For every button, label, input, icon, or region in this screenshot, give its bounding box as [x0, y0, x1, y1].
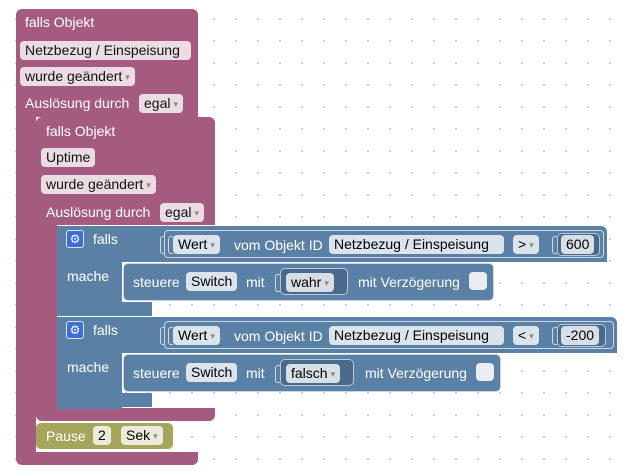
inner-trigger-type-value: egal: [165, 204, 192, 220]
if1-value-socket: [168, 236, 173, 254]
inner-trigger-title: falls Objekt: [46, 123, 116, 139]
if1-delay-label: mit Verzögerung: [358, 274, 460, 290]
outer-trigger-event-label: wurde geändert: [25, 68, 123, 84]
gear-icon[interactable]: ⚙: [66, 321, 84, 339]
if1-mache-label: mache: [67, 268, 110, 284]
chevron-down-icon: ▾: [330, 368, 336, 379]
if2-bool-socket: [275, 365, 280, 383]
inner-trigger-event-dropdown[interactable]: wurde geändert▾: [41, 175, 156, 194]
if2-target-value: Switch: [191, 364, 233, 380]
if1-condition-socket: [160, 236, 165, 254]
outer-trigger-type-dropdown[interactable]: egal▾: [139, 94, 183, 113]
chevron-down-icon: ▾: [210, 330, 215, 341]
if1-bool-socket: [275, 274, 280, 292]
chevron-down-icon: ▾: [210, 239, 215, 250]
if1-target-value: Switch: [191, 273, 233, 289]
outer-trigger-event-dropdown[interactable]: wurde geändert▾: [20, 67, 135, 86]
if1-number-field[interactable]: 600: [561, 235, 595, 254]
if1-steuere-label: steuere: [133, 274, 180, 290]
if1-value-label: Wert: [178, 236, 208, 252]
if2-mit-label: mit: [246, 365, 265, 381]
pause-label: Pause: [46, 428, 86, 444]
if1-mit-label: mit: [246, 274, 265, 290]
if2-bool-dropdown[interactable]: falsch▾: [286, 364, 341, 383]
if2-delay-label: mit Verzögerung: [365, 365, 467, 381]
if2-number-field[interactable]: -200: [561, 326, 600, 345]
if1-object-label: vom Objekt ID: [234, 237, 323, 253]
if1-number-value: 600: [566, 236, 590, 252]
if2-target-field[interactable]: Switch: [186, 363, 238, 382]
outer-trigger-object-field[interactable]: Netzbezug / Einspeisung: [20, 41, 191, 60]
if1-object-value: Netzbezug / Einspeisung: [334, 236, 489, 252]
if1-operator-value: >: [518, 236, 527, 252]
inner-trigger-object-label: Uptime: [46, 149, 91, 165]
pause-value-field[interactable]: 2: [93, 426, 111, 445]
inner-trigger-object-field[interactable]: Uptime: [41, 148, 96, 167]
chevron-down-icon: ▾: [194, 207, 199, 218]
if2-operator-dropdown[interactable]: <▾: [513, 326, 539, 345]
if2-value-dropdown[interactable]: Wert▾: [173, 326, 220, 345]
if1-number-socket: [552, 236, 557, 254]
inner-trigger-event-label: wurde geändert: [46, 176, 144, 192]
if2-object-value: Netzbezug / Einspeisung: [334, 327, 489, 343]
if1-target-field[interactable]: Switch: [186, 272, 238, 291]
if2-operator-value: <: [518, 327, 527, 343]
if2-condition-socket: [160, 327, 165, 345]
outer-trigger-type-value: egal: [144, 95, 171, 111]
if2-mache-label: mache: [67, 359, 110, 375]
if2-value-label: Wert: [178, 327, 208, 343]
if2-steuere-label: steuere: [133, 365, 180, 381]
pause-unit-dropdown[interactable]: Sek▾: [121, 426, 163, 445]
inner-trigger-type-label: Auslösung durch: [46, 204, 151, 220]
if1-falls-label: falls: [93, 231, 118, 247]
outer-trigger-title: falls Objekt: [25, 14, 95, 30]
if1-bool-value: wahr: [291, 274, 322, 290]
inner-trigger-type-dropdown[interactable]: egal▾: [160, 203, 204, 222]
chevron-down-icon: ▾: [173, 98, 178, 109]
if2-object-field[interactable]: Netzbezug / Einspeisung: [329, 326, 504, 345]
pause-value: 2: [98, 427, 106, 443]
chevron-down-icon: ▾: [153, 430, 158, 441]
chevron-down-icon: ▾: [146, 179, 151, 190]
if1-delay-checkbox[interactable]: [469, 272, 487, 290]
outer-trigger-object-label: Netzbezug / Einspeisung: [25, 42, 180, 58]
if1-bool-dropdown[interactable]: wahr▾: [286, 273, 334, 292]
pause-unit-value: Sek: [126, 427, 151, 443]
if1-value-dropdown[interactable]: Wert▾: [173, 235, 220, 254]
if2-falls-label: falls: [93, 322, 118, 338]
chevron-down-icon: ▾: [125, 71, 130, 82]
chevron-down-icon: ▾: [529, 330, 534, 341]
if1-object-field[interactable]: Netzbezug / Einspeisung: [329, 235, 504, 254]
if2-delay-checkbox[interactable]: [476, 363, 494, 381]
if2-number-value: -200: [566, 327, 595, 343]
outer-trigger-type-label: Auslösung durch: [25, 95, 130, 111]
if2-bool-value: falsch: [291, 365, 328, 381]
if1-operator-dropdown[interactable]: >▾: [513, 235, 539, 254]
chevron-down-icon: ▾: [529, 239, 534, 250]
gear-icon[interactable]: ⚙: [66, 230, 84, 248]
if2-object-label: vom Objekt ID: [234, 328, 323, 344]
if2-number-socket: [552, 327, 557, 345]
if2-value-socket: [168, 327, 173, 345]
chevron-down-icon: ▾: [324, 277, 329, 288]
